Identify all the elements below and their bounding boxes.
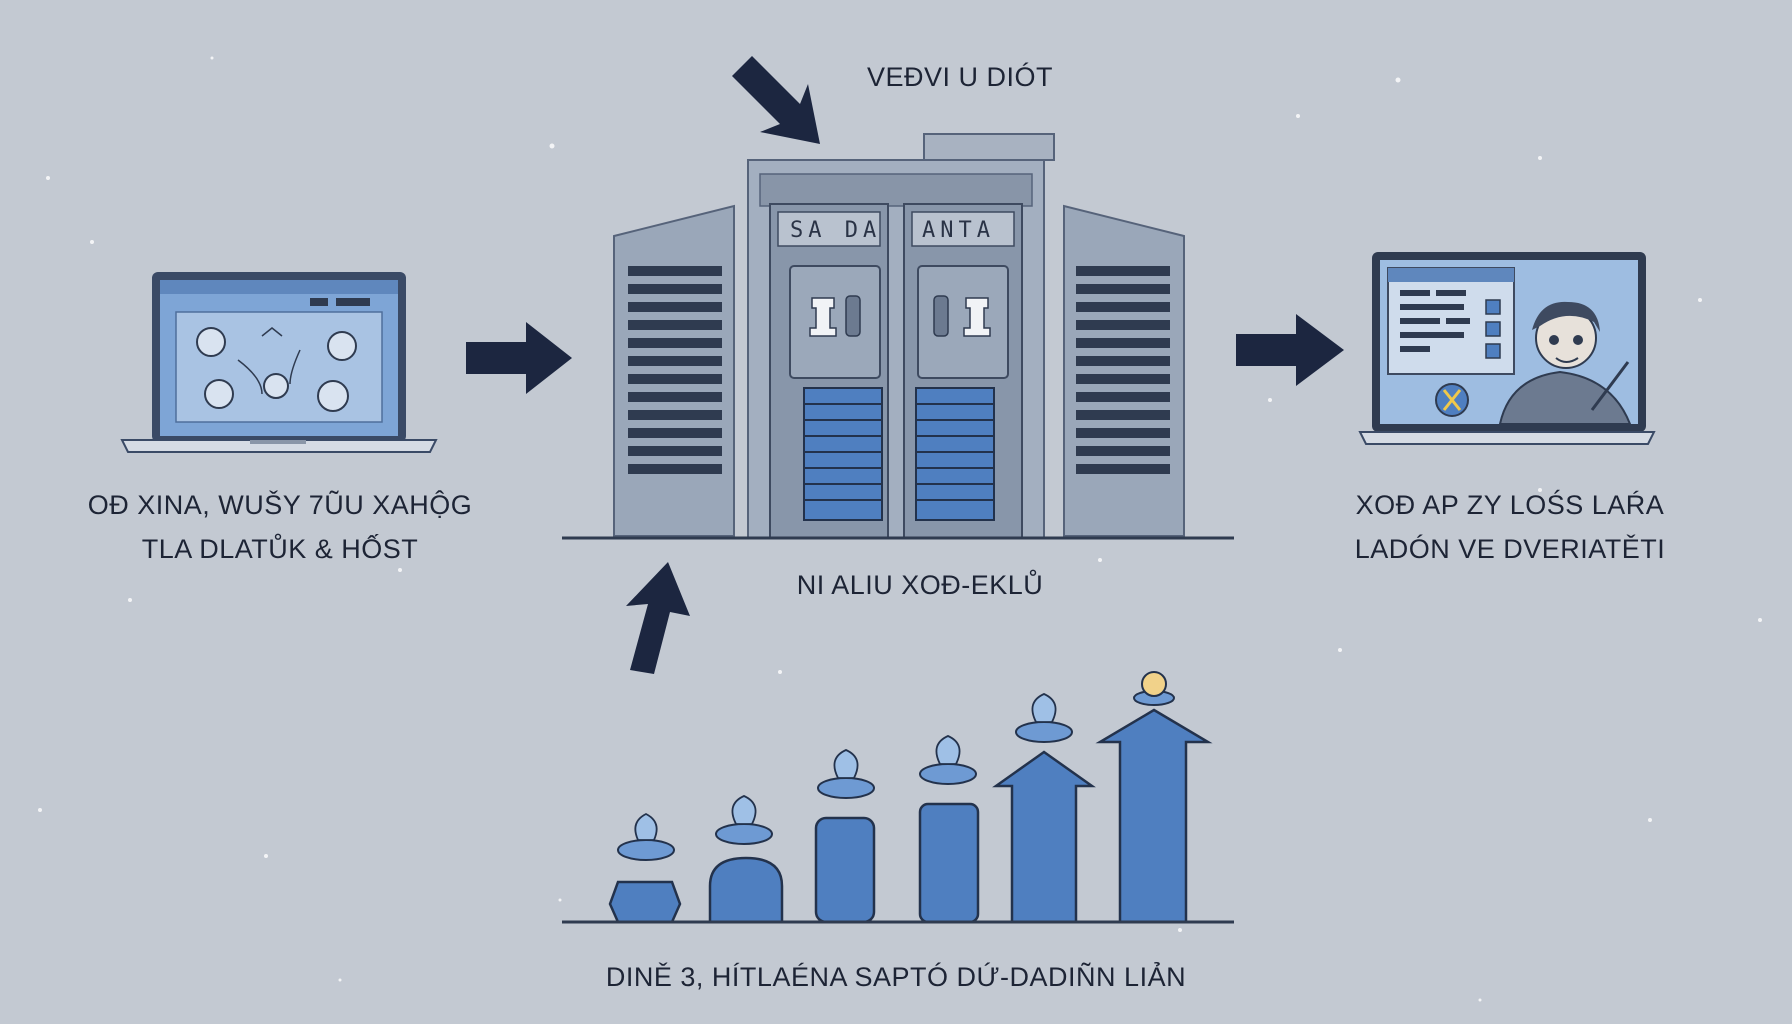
server-door-right [903,203,1023,539]
server-rack-icon: SA DA ANTA [562,133,1234,540]
left-caption-line-1: OĐ XINA, WUŠY 7ŨU XAHỘG [87,490,473,520]
server-door-left [769,203,889,539]
monitor-person-icon [1358,252,1656,445]
bottom-caption: DINĚ 3, HÍTLAÉNA SAPTÓ DỨ-DADIÑN LIẢN [605,962,1187,992]
app-badge-icons [196,327,357,412]
server-caption: NI ALIU XOĐ-EKLŮ [796,570,1044,600]
bar-growth-icon [562,671,1234,924]
arrow-icon-right [1236,314,1344,386]
arrow-icon-left [466,322,572,394]
laptop-icon [120,272,438,453]
arrow-icon-top [732,56,820,144]
left-caption-line-2: TLA DLATŮK & HỐST [141,534,419,564]
server-panel-left-label: SA DA [790,218,881,243]
server-panel-right-label: ANTA [922,218,995,243]
money-bag-icons [634,693,1057,841]
coin-stacks [617,690,1175,861]
right-caption-line-2: LADÓN VE DVERIATĚTI [1354,534,1666,564]
right-caption-line-1: XOĐ AP ZY LOŚS LAŔA [1355,490,1665,520]
arrow-icon-bottom [626,562,690,674]
top-label: VEĐVI U DIÓT [866,62,1054,92]
